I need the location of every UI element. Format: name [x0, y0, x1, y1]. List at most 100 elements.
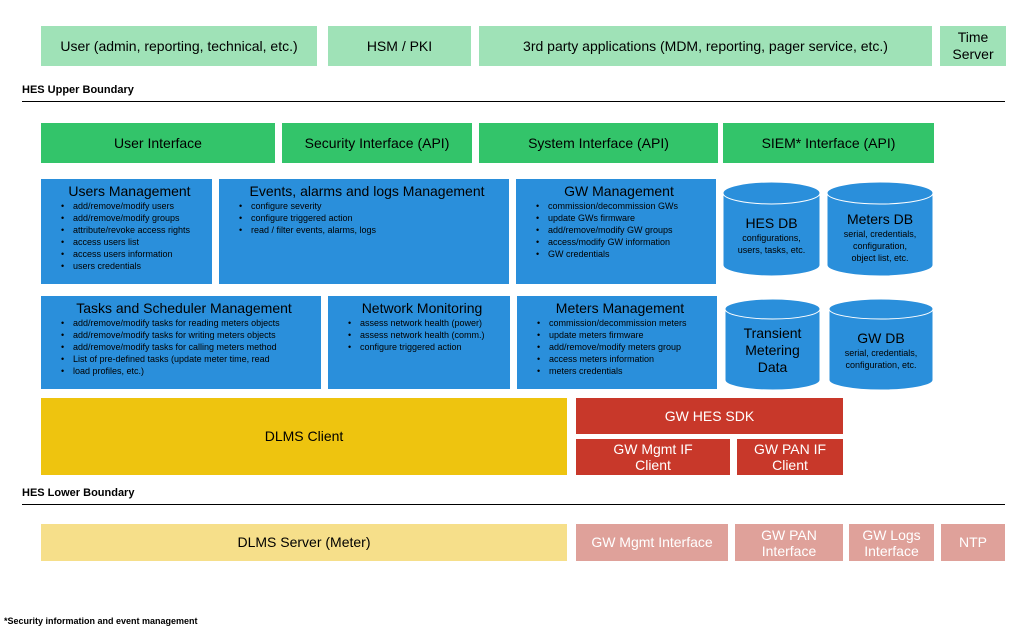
list-item: List of pre-defined tasks (update meter …: [61, 353, 315, 365]
user-actor-label: User (admin, reporting, technical, etc.): [60, 37, 298, 54]
third-party-apps-actor: 3rd party applications (MDM, reporting, …: [479, 26, 932, 66]
siem-interface-label: SIEM* Interface (API): [761, 134, 896, 151]
list-item: update meters firmware: [537, 329, 711, 341]
tasks-scheduler-list: add/remove/modify tasks for reading mete…: [53, 317, 315, 377]
gw-db-desc-2: configuration, etc.: [845, 360, 917, 370]
users-management-title: Users Management: [68, 183, 191, 199]
dlms-server-box: DLMS Server (Meter): [41, 524, 567, 561]
network-monitoring-list: assess network health (power) assess net…: [340, 317, 504, 353]
list-item: assess network health (comm.): [348, 329, 504, 341]
meters-management-panel: Meters Management commission/decommissio…: [517, 296, 717, 389]
list-item: access users list: [61, 236, 206, 248]
gw-mgmt-interface-box: GW Mgmt Interface: [576, 524, 728, 561]
gw-management-title: GW Management: [564, 183, 674, 199]
events-management-title: Events, alarms and logs Management: [249, 183, 485, 199]
security-interface-label: Security Interface (API): [304, 134, 450, 151]
meters-management-list: commission/decommission meters update me…: [529, 317, 711, 377]
list-item: configure severity: [239, 200, 503, 212]
upper-boundary-line: [22, 101, 1005, 102]
user-actor: User (admin, reporting, technical, etc.): [41, 26, 317, 66]
dlms-client-box: DLMS Client: [41, 398, 567, 475]
hsm-pki-label: HSM / PKI: [366, 37, 433, 54]
list-item: add/remove/modify groups: [61, 212, 206, 224]
hes-db-desc-2: users, tasks, etc.: [737, 245, 806, 255]
upper-boundary-label: HES Upper Boundary: [22, 84, 134, 96]
gw-logs-interface-line1: GW Logs: [862, 526, 921, 543]
third-party-apps-label: 3rd party applications (MDM, reporting, …: [523, 37, 888, 54]
tasks-scheduler-title: Tasks and Scheduler Management: [76, 300, 292, 316]
time-server-actor: Time Server: [940, 26, 1006, 66]
transient-line-1: Transient: [743, 325, 802, 341]
users-management-panel: Users Management add/remove/modify users…: [41, 179, 212, 284]
gw-mgmt-interface-label: GW Mgmt Interface: [591, 534, 713, 551]
list-item: add/remove/modify tasks for calling mete…: [61, 341, 315, 353]
ntp-box: NTP: [941, 524, 1005, 561]
database-icon: [724, 298, 821, 391]
hsm-pki-actor: HSM / PKI: [328, 26, 471, 66]
gw-mgmt-if-client-line1: GW Mgmt IF: [613, 441, 693, 457]
list-item: configure triggered action: [348, 341, 504, 353]
ntp-label: NTP: [959, 534, 987, 551]
meters-management-title: Meters Management: [555, 300, 685, 316]
siem-interface-box: SIEM* Interface (API): [723, 123, 934, 163]
user-interface-label: User Interface: [114, 134, 202, 151]
gw-hes-sdk-box: GW HES SDK: [576, 398, 843, 434]
list-item: add/remove/modify tasks for reading mete…: [61, 317, 315, 329]
list-item: meters credentials: [537, 365, 711, 377]
gw-db-desc-1: serial, credentials,: [844, 348, 918, 358]
database-icon: [826, 181, 934, 277]
gw-db-name: GW DB: [857, 330, 905, 346]
dlms-client-label: DLMS Client: [264, 428, 344, 445]
list-item: load profiles, etc.): [61, 365, 315, 377]
user-interface-box: User Interface: [41, 123, 275, 163]
list-item: configure triggered action: [239, 212, 503, 224]
system-interface-label: System Interface (API): [528, 134, 669, 151]
dlms-server-label: DLMS Server (Meter): [237, 534, 371, 551]
time-server-line2: Server: [952, 46, 994, 62]
network-monitoring-title: Network Monitoring: [361, 300, 483, 316]
list-item: users credentials: [61, 260, 206, 272]
list-item: access meters information: [537, 353, 711, 365]
gw-logs-interface-line2: Interface: [864, 542, 919, 559]
list-item: add/remove/modify tasks for writing mete…: [61, 329, 315, 341]
list-item: commission/decommission GWs: [536, 200, 710, 212]
list-item: add/remove/modify users: [61, 200, 206, 212]
gw-mgmt-if-client-box: GW Mgmt IF Client: [576, 439, 730, 475]
gw-pan-if-client-line2: Client: [772, 457, 808, 473]
list-item: attribute/revoke access rights: [61, 224, 206, 236]
list-item: add/remove/modify meters group: [537, 341, 711, 353]
hes-db-desc-1: configurations,: [742, 233, 801, 243]
meters-db-desc-1: serial, credentials,: [843, 229, 917, 239]
gw-logs-interface-box: GW Logs Interface: [849, 524, 934, 561]
siem-footnote: *Security information and event manageme…: [4, 616, 198, 626]
gw-pan-if-client-box: GW PAN IF Client: [737, 439, 843, 475]
database-icon: [722, 181, 821, 277]
meters-db-cylinder: Meters DB serial, credentials, configura…: [826, 181, 934, 277]
transient-line-2: Metering: [745, 342, 800, 358]
tasks-scheduler-panel: Tasks and Scheduler Management add/remov…: [41, 296, 321, 389]
list-item: access/modify GW information: [536, 236, 710, 248]
list-item: read / filter events, alarms, logs: [239, 224, 503, 236]
list-item: update GWs firmware: [536, 212, 710, 224]
network-monitoring-panel: Network Monitoring assess network health…: [328, 296, 510, 389]
transient-metering-data-cylinder: Transient Metering Data: [724, 298, 821, 391]
lower-boundary-line: [22, 504, 1005, 505]
meters-db-desc-3: object list, etc.: [851, 253, 909, 263]
transient-line-3: Data: [757, 359, 788, 375]
list-item: assess network health (power): [348, 317, 504, 329]
gw-pan-if-client-line1: GW PAN IF: [753, 441, 827, 457]
users-management-list: add/remove/modify users add/remove/modif…: [53, 200, 206, 272]
gw-management-panel: GW Management commission/decommission GW…: [516, 179, 716, 284]
gw-management-list: commission/decommission GWs update GWs f…: [528, 200, 710, 260]
security-interface-box: Security Interface (API): [282, 123, 472, 163]
gw-pan-interface-line1: GW PAN: [761, 526, 817, 543]
time-server-line1: Time: [957, 29, 989, 45]
gw-pan-interface-line2: Interface: [761, 542, 817, 559]
gw-mgmt-if-client-line2: Client: [635, 457, 671, 473]
meters-db-desc-2: configuration,: [852, 241, 908, 251]
list-item: commission/decommission meters: [537, 317, 711, 329]
lower-boundary-label: HES Lower Boundary: [22, 487, 135, 499]
gw-pan-interface-box: GW PAN Interface: [735, 524, 843, 561]
hes-db-cylinder: HES DB configurations, users, tasks, etc…: [722, 181, 821, 277]
events-management-list: configure severity configure triggered a…: [231, 200, 503, 236]
